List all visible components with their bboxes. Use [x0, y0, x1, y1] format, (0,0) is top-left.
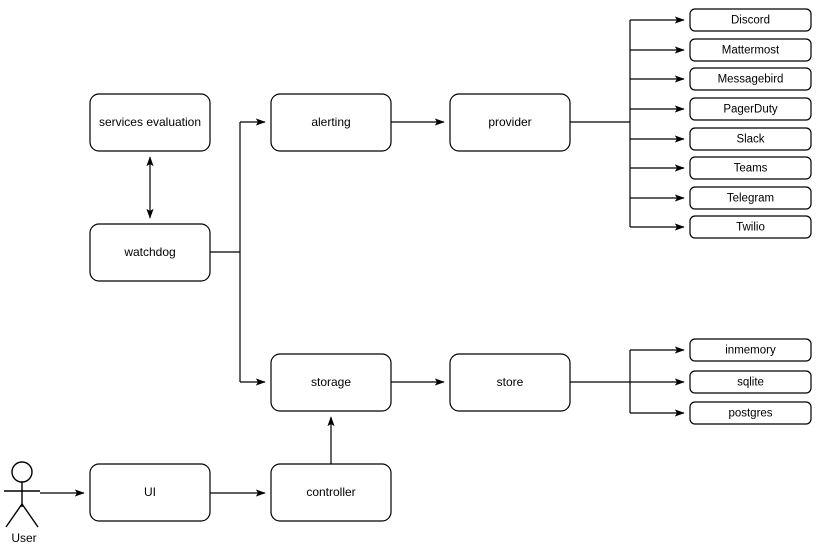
- node-provider-messagebird-label: Messagebird: [718, 74, 784, 86]
- node-ui-label: UI: [144, 485, 156, 499]
- node-provider[interactable]: provider: [449, 93, 571, 152]
- node-store-sqlite-label: sqlite: [737, 377, 764, 389]
- node-provider-slack-label: Slack: [736, 134, 764, 146]
- node-provider-mattermost[interactable]: Mattermost: [689, 38, 812, 62]
- node-provider-twilio-box[interactable]: [689, 215, 812, 239]
- node-provider-discord[interactable]: Discord: [689, 8, 812, 32]
- node-provider-messagebird[interactable]: Messagebird: [689, 67, 812, 91]
- node-store-sqlite-box[interactable]: [689, 370, 812, 394]
- node-watchdog[interactable]: watchdog: [89, 223, 211, 282]
- node-store-inmemory-box[interactable]: [689, 338, 812, 362]
- actor-user-label: User: [11, 531, 36, 545]
- node-provider-slack[interactable]: Slack: [689, 127, 812, 151]
- node-provider-label: provider: [488, 115, 531, 129]
- actor-user[interactable]: User: [4, 461, 40, 545]
- node-provider-box[interactable]: [449, 93, 571, 152]
- node-alerting-box[interactable]: [270, 93, 392, 152]
- actor-leg-left-icon: [5, 503, 23, 528]
- node-provider-twilio-label: Twilio: [736, 222, 765, 234]
- node-provider-mattermost-box[interactable]: [689, 38, 812, 62]
- node-store[interactable]: store: [449, 353, 571, 412]
- node-controller[interactable]: controller: [270, 463, 392, 522]
- node-provider-messagebird-box[interactable]: [689, 67, 812, 91]
- node-controller-box[interactable]: [270, 463, 392, 522]
- node-ui-box[interactable]: [89, 463, 211, 522]
- node-provider-telegram[interactable]: Telegram: [689, 186, 812, 210]
- node-store-postgres-label: postgres: [728, 408, 772, 420]
- actor-head-icon: [11, 461, 33, 483]
- node-provider-pagerduty-box[interactable]: [689, 97, 812, 121]
- node-services-evaluation[interactable]: services evaluation: [89, 93, 211, 152]
- node-provider-teams-box[interactable]: [689, 156, 812, 180]
- node-storage-label: storage: [311, 375, 351, 389]
- node-store-inmemory[interactable]: inmemory: [689, 338, 812, 362]
- node-provider-discord-box[interactable]: [689, 8, 812, 32]
- node-services-evaluation-label: services evaluation: [99, 115, 201, 129]
- node-store-sqlite[interactable]: sqlite: [689, 370, 812, 394]
- node-provider-twilio[interactable]: Twilio: [689, 215, 812, 239]
- node-storage[interactable]: storage: [270, 353, 392, 412]
- node-store-postgres-box[interactable]: [689, 401, 812, 425]
- node-alerting[interactable]: alerting: [270, 93, 392, 152]
- node-provider-discord-label: Discord: [731, 15, 770, 27]
- node-provider-teams-label: Teams: [734, 163, 768, 175]
- node-provider-mattermost-label: Mattermost: [722, 45, 780, 57]
- node-store-inmemory-label: inmemory: [725, 345, 776, 357]
- node-storage-box[interactable]: [270, 353, 392, 412]
- node-provider-telegram-box[interactable]: [689, 186, 812, 210]
- node-provider-pagerduty[interactable]: PagerDuty: [689, 97, 812, 121]
- node-controller-label: controller: [306, 485, 355, 499]
- node-store-box[interactable]: [449, 353, 571, 412]
- node-provider-telegram-label: Telegram: [727, 193, 774, 205]
- node-watchdog-label: watchdog: [123, 245, 175, 259]
- actor-leg-right-icon: [21, 503, 39, 528]
- node-watchdog-box[interactable]: [89, 223, 211, 282]
- node-services-evaluation-box[interactable]: [89, 93, 211, 152]
- node-provider-teams[interactable]: Teams: [689, 156, 812, 180]
- node-ui[interactable]: UI: [89, 463, 211, 522]
- node-provider-pagerduty-label: PagerDuty: [723, 104, 778, 116]
- node-store-label: store: [497, 375, 524, 389]
- node-store-postgres[interactable]: postgres: [689, 401, 812, 425]
- node-provider-slack-box[interactable]: [689, 127, 812, 151]
- node-alerting-label: alerting: [311, 115, 350, 129]
